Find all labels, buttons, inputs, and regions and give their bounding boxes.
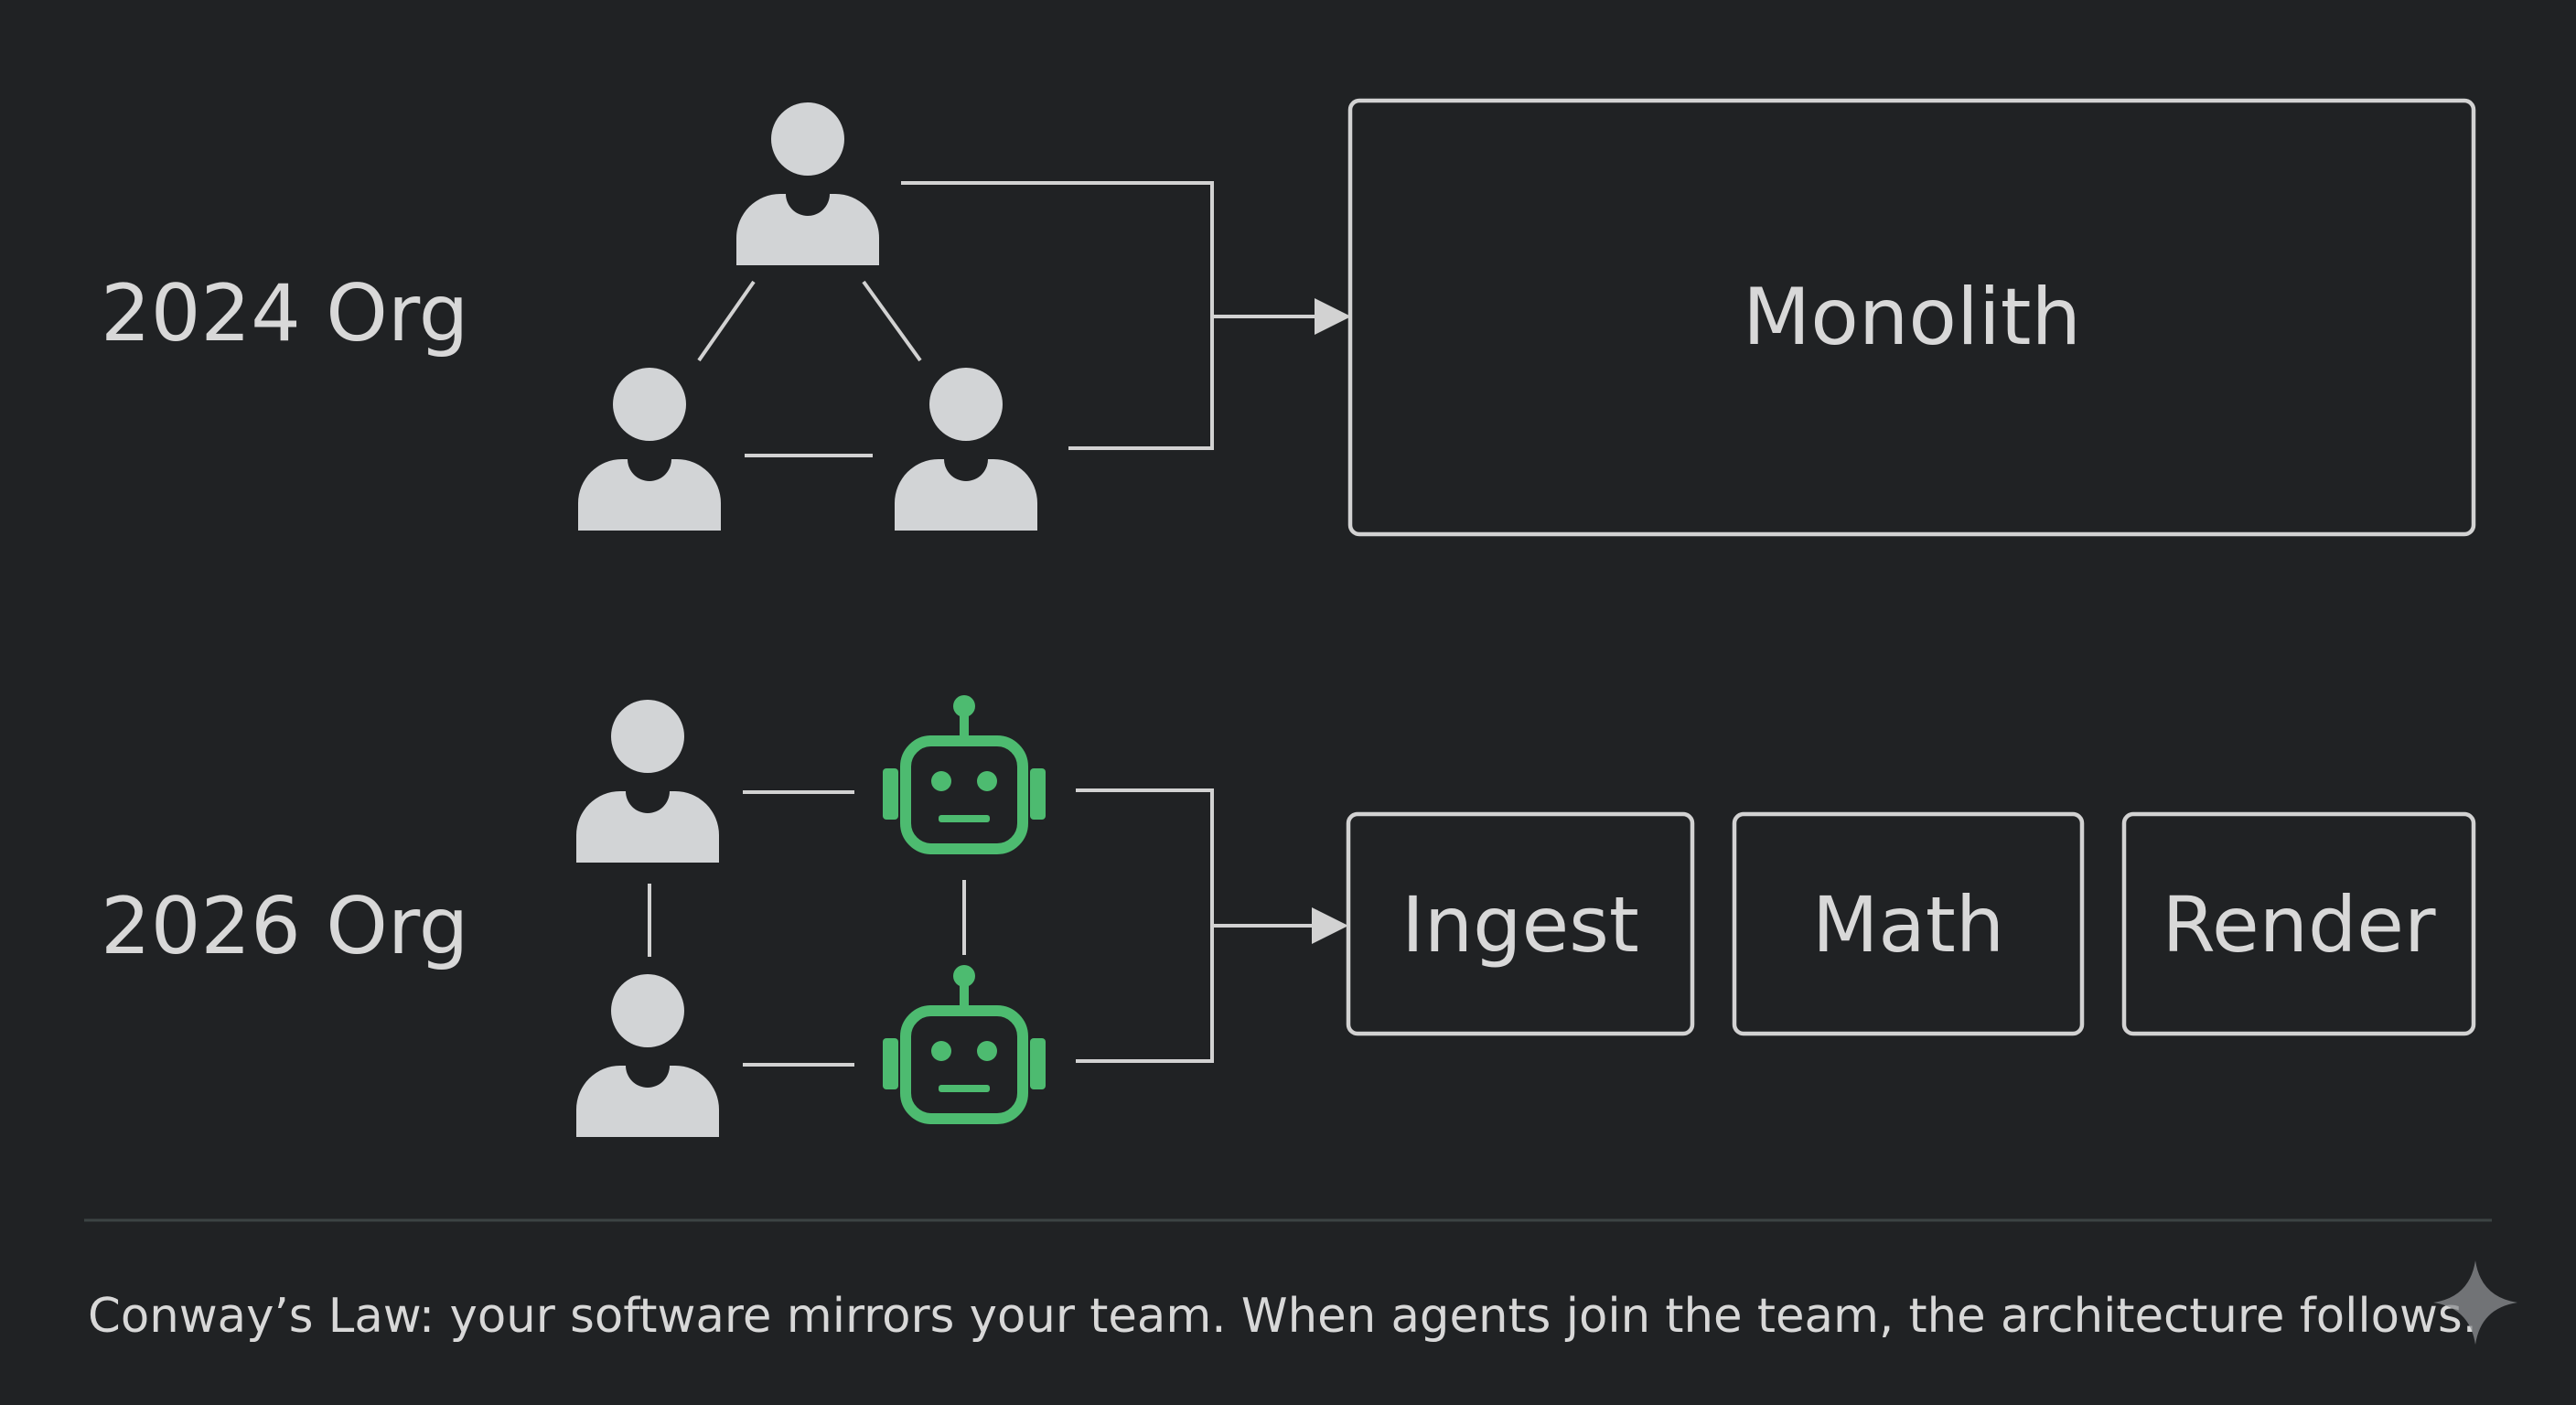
person-icon bbox=[576, 974, 719, 1137]
team-link bbox=[697, 280, 756, 362]
module-label: Ingest bbox=[1401, 880, 1639, 970]
robot-icon bbox=[883, 695, 1046, 849]
person-icon bbox=[736, 102, 879, 265]
row-2026: 2026 Org Ingest Math Render bbox=[101, 695, 2476, 1137]
module-box: Monolith bbox=[1347, 98, 2476, 537]
team-2024 bbox=[578, 102, 1037, 531]
caption: Conway’s Law: your software mirrors your… bbox=[88, 1289, 2477, 1344]
module-box: Math bbox=[1732, 811, 2085, 1036]
module-label: Render bbox=[2162, 880, 2436, 970]
team-2026 bbox=[576, 695, 1046, 1137]
connector-2026 bbox=[1076, 788, 1348, 1063]
row-label-2024: 2024 Org bbox=[101, 268, 468, 359]
row-2024: 2024 Org Monolith bbox=[101, 98, 2476, 537]
person-icon bbox=[895, 368, 1037, 531]
module-label: Math bbox=[1812, 880, 2004, 970]
module-box: Render bbox=[2121, 811, 2476, 1036]
connector-2024 bbox=[901, 181, 1351, 450]
robot-icon bbox=[883, 965, 1046, 1119]
team-link bbox=[862, 280, 922, 362]
module-box: Ingest bbox=[1346, 811, 1695, 1036]
row-label-2026: 2026 Org bbox=[101, 881, 468, 972]
person-icon bbox=[578, 368, 721, 531]
module-label: Monolith bbox=[1743, 272, 2081, 363]
person-icon bbox=[576, 700, 719, 863]
sparkle-icon bbox=[2433, 1260, 2517, 1345]
